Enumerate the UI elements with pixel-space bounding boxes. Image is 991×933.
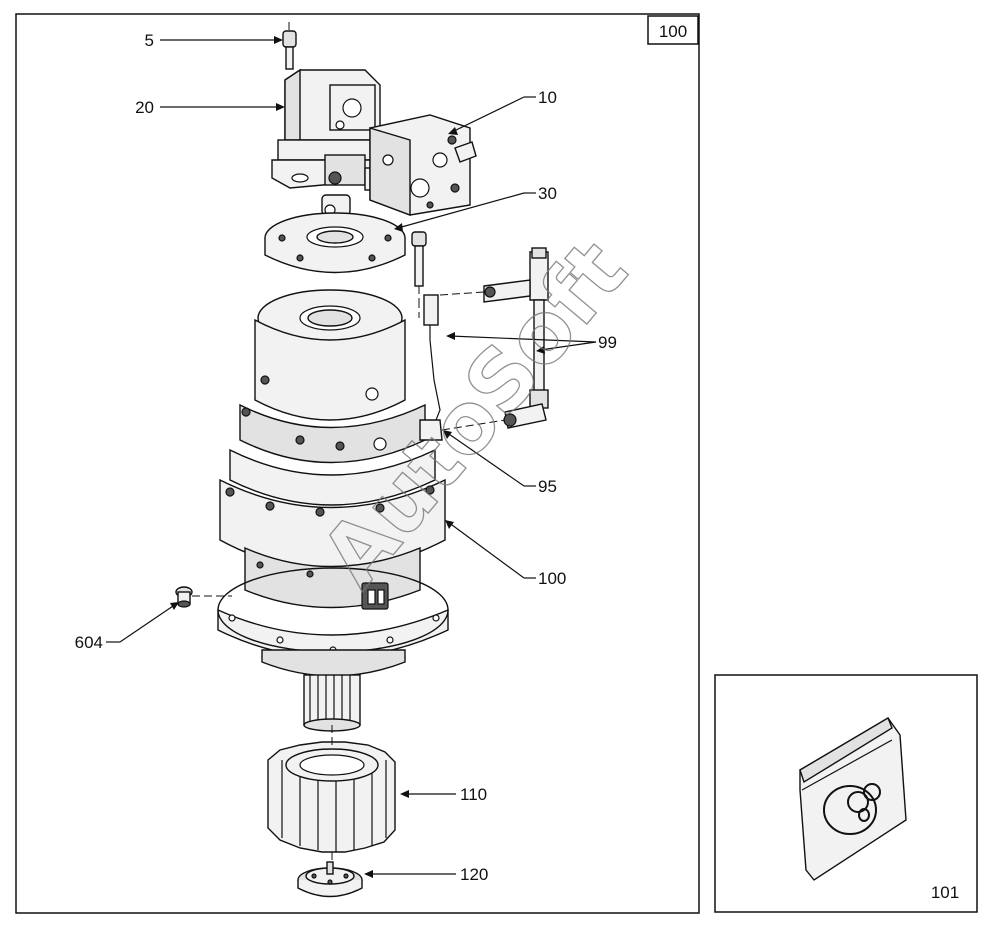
callout-20[interactable]: 20: [135, 98, 154, 117]
callout-95[interactable]: 95: [538, 477, 557, 496]
flange-plate-icon[interactable]: [264, 212, 406, 274]
kit-frame: [714, 674, 978, 913]
callout-110[interactable]: 110: [460, 785, 487, 804]
hose-assembly-icon[interactable]: [418, 247, 549, 441]
plug-icon[interactable]: [175, 586, 232, 608]
callout-100[interactable]: 100: [538, 569, 566, 588]
end-cap-icon[interactable]: [297, 861, 363, 898]
main-frame: [15, 13, 700, 914]
figure-number-box: [647, 15, 699, 45]
pinion-gear-icon[interactable]: [267, 741, 396, 853]
callout-10[interactable]: 10: [538, 88, 557, 107]
callout-99[interactable]: 99: [598, 333, 617, 352]
valve-block-icon[interactable]: [369, 114, 477, 217]
seal-kit-bag-icon[interactable]: [799, 716, 907, 881]
callout-604[interactable]: 604: [75, 633, 103, 652]
gearbox-icon[interactable]: [217, 289, 449, 732]
figure-number: 100: [659, 22, 687, 41]
leader-lines: [106, 36, 597, 878]
long-bolt-icon[interactable]: [411, 231, 427, 300]
kit-number[interactable]: 101: [931, 883, 959, 902]
callout-5[interactable]: 5: [145, 31, 154, 50]
callout-30[interactable]: 30: [538, 184, 557, 203]
screw-icon[interactable]: [282, 22, 297, 70]
callout-120[interactable]: 120: [460, 865, 488, 884]
